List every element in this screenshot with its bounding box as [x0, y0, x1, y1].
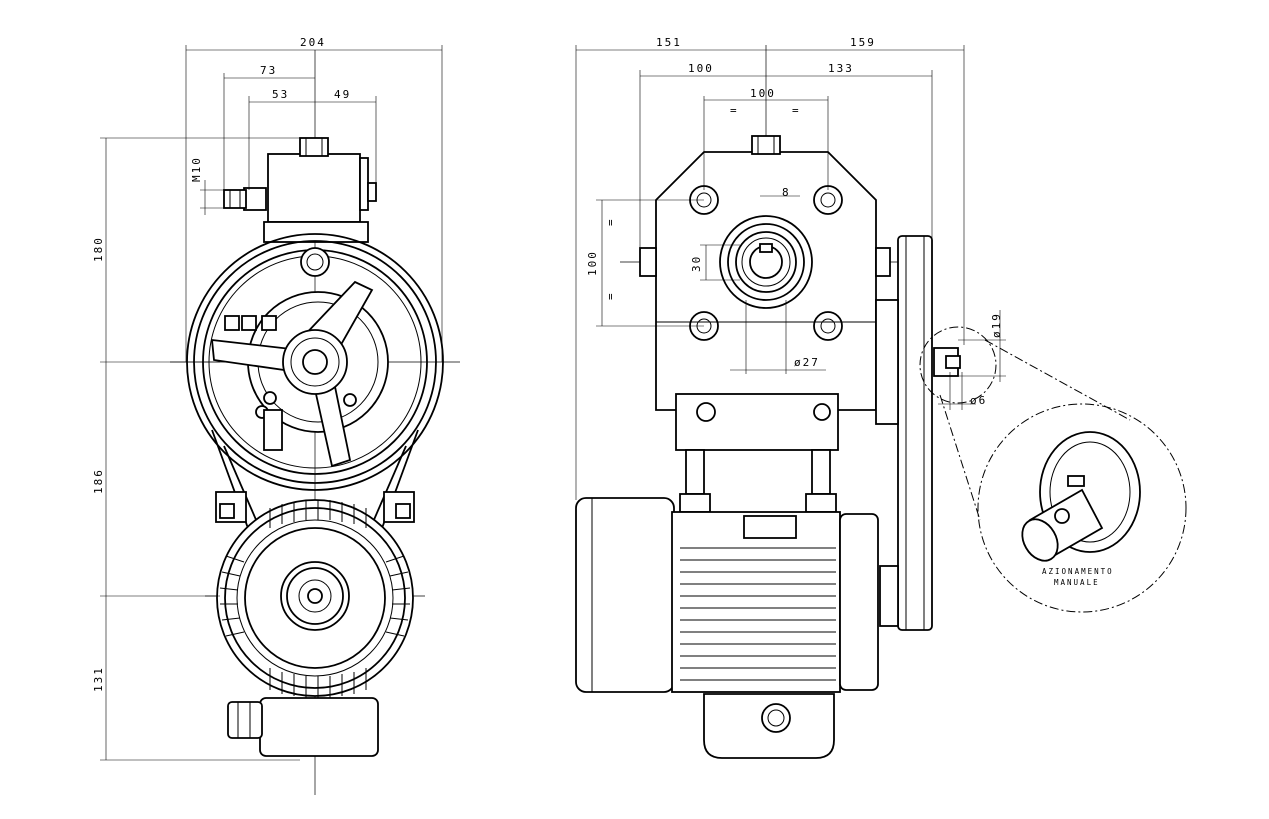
dim-100-center: 100: [750, 87, 776, 100]
dim-204: 204: [300, 36, 326, 49]
dim-151: 151: [656, 36, 682, 49]
dim-100-vertical: 100: [586, 250, 599, 276]
equal-mark-3: =: [604, 217, 617, 226]
dim-m10: M10: [190, 156, 203, 182]
dim-159: 159: [850, 36, 876, 49]
manual-drive-label-line1: AZIONAMENTO: [1042, 567, 1114, 576]
dim-53: 53: [272, 88, 289, 101]
gear-housing-top: [223, 137, 377, 243]
side-pulley: [875, 235, 933, 631]
dim-30: 30: [690, 255, 703, 272]
dim-8: 8: [782, 186, 791, 199]
dim-133: 133: [828, 62, 854, 75]
terminal-box-side: [703, 693, 835, 759]
dim-100-left: 100: [688, 62, 714, 75]
motor-front: [216, 499, 414, 698]
large-pulley: [186, 233, 444, 491]
side-view: 151 159 100 133 100 = = 8 30 100 = = ø27: [575, 36, 965, 759]
equal-mark-1: =: [730, 104, 739, 117]
manual-drive-detail: ø19 ø6 AZIONAMENTO MANUALE: [919, 310, 1187, 613]
equal-mark-4: =: [604, 291, 617, 300]
motor-bracket: [215, 491, 415, 523]
dim-180: 180: [92, 236, 105, 262]
equal-mark-2: =: [792, 104, 801, 117]
mount-plate: [675, 393, 839, 513]
dim-pin-diameter: ø6: [970, 394, 987, 407]
dim-186: 186: [92, 468, 105, 494]
terminal-box-front: [227, 697, 379, 757]
front-dimensions: [100, 45, 443, 761]
front-view: 204 73 53 49 M10 180 186 131: [92, 36, 460, 795]
manual-drive-label-line2: MANUALE: [1054, 578, 1100, 587]
dim-49: 49: [334, 88, 351, 101]
dim-shaft-diameter: ø19: [990, 312, 1003, 338]
dim-73: 73: [260, 64, 277, 77]
dim-hub-diameter: ø27: [794, 356, 820, 369]
gearbox-housing: [639, 135, 891, 411]
dim-131: 131: [92, 666, 105, 692]
motor-side: [575, 497, 879, 693]
manual-drive-shaft: [1021, 431, 1141, 562]
side-dimensions: [575, 45, 965, 500]
